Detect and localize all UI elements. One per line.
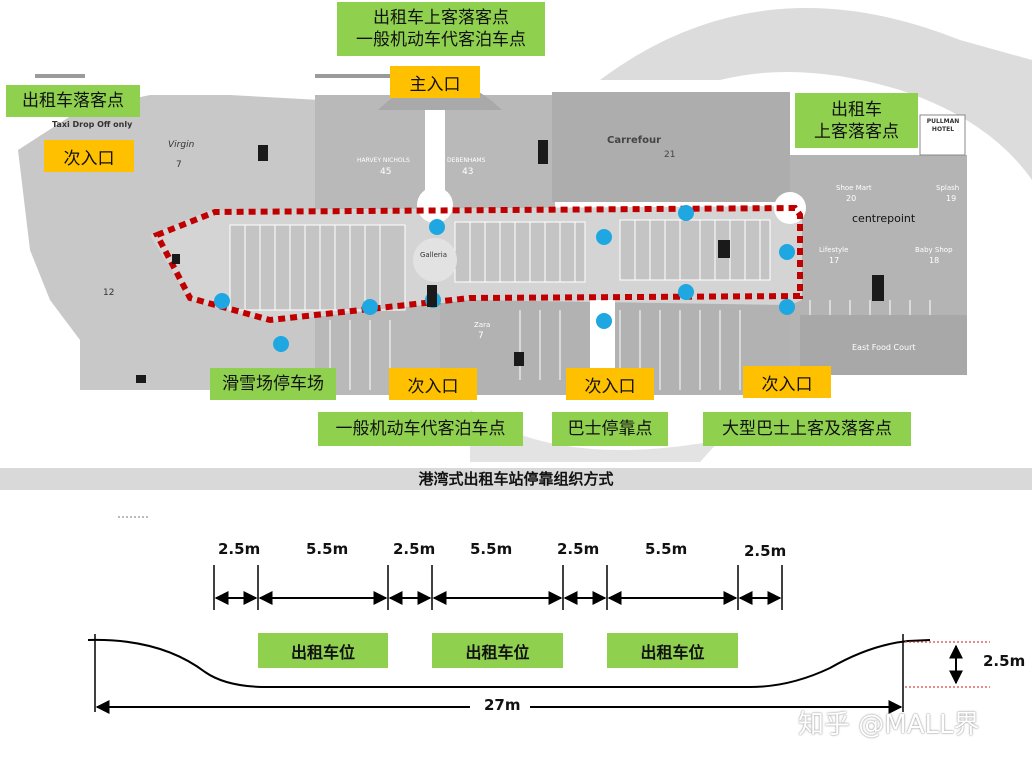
entrance-corridor xyxy=(425,95,445,210)
label-main-entrance: 主入口 xyxy=(390,66,480,98)
dim-label-5: 2.5m xyxy=(557,540,600,558)
label-large-bus: 大型巴士上客及落客点 xyxy=(703,412,911,446)
store-lifestyle-num: 17 xyxy=(829,256,840,265)
parking-icon xyxy=(172,254,180,264)
pickup-dot xyxy=(678,284,694,300)
mall-map xyxy=(18,8,1032,462)
hotel-line-2: HOTEL xyxy=(931,126,955,133)
store-carrefour-num: 21 xyxy=(664,150,676,160)
label-right-taxi-line-1: 出租车 xyxy=(831,99,882,120)
parking-icon xyxy=(514,352,524,366)
store-lifestyle: Lifestyle xyxy=(819,246,849,254)
store-food-court: East Food Court xyxy=(852,343,916,352)
parking-icon xyxy=(718,240,730,258)
road-north-line xyxy=(315,74,395,78)
total-length-label: 27m xyxy=(484,696,521,714)
store-zara-num: 7 xyxy=(478,331,484,341)
taxi-bay-diagram xyxy=(87,565,990,714)
label-entrance-south-2: 次入口 xyxy=(566,368,654,400)
pickup-dot xyxy=(678,205,694,221)
store-baby-num: 18 xyxy=(929,256,940,265)
label-entrance-south-1: 次入口 xyxy=(389,368,477,400)
store-centrepoint: centrepoint xyxy=(852,212,916,225)
store-splash-num: 19 xyxy=(946,194,957,203)
pickup-dot xyxy=(362,299,378,315)
label-top-taxi-valet: 出租车上客落客点 一般机动车代客泊车点 xyxy=(337,2,545,56)
shop-grid-lines xyxy=(244,220,931,390)
dotted-mark xyxy=(118,516,148,518)
section-title: 港湾式出租车站停靠组织方式 xyxy=(0,468,1032,490)
floor-food-court xyxy=(800,315,967,375)
background-arc xyxy=(600,8,1032,180)
hotel-box xyxy=(919,114,966,156)
label-right-taxi: 出租车 上客落客点 xyxy=(795,93,918,148)
store-zara: Zara xyxy=(474,321,491,329)
pickup-dot xyxy=(779,244,795,260)
shops-block-3 xyxy=(619,219,701,281)
label-taxi-dropoff: 出租车落客点 xyxy=(6,85,140,117)
store-carrefour: Carrefour xyxy=(607,135,662,146)
shops-block-1 xyxy=(229,224,406,311)
pickup-dot xyxy=(779,299,795,315)
pickup-dot xyxy=(596,229,612,245)
dim-label-3: 2.5m xyxy=(393,540,436,558)
dim-label-4: 5.5m xyxy=(470,540,513,558)
parking-icon xyxy=(872,275,884,301)
label-ski-parking: 滑雪场停车场 xyxy=(210,368,336,400)
store-shoe-mart: Shoe Mart xyxy=(836,184,872,192)
hotel-line-1: PULLMAN xyxy=(926,118,960,125)
parking-icon xyxy=(136,375,146,383)
store-debenhams: DEBENHAMS xyxy=(447,157,486,164)
facility-icons xyxy=(136,140,884,383)
store-debenhams-num: 43 xyxy=(462,167,474,177)
plaza-circle-north xyxy=(417,187,453,223)
store-splash: Splash xyxy=(936,184,960,192)
store-baby-shop: Baby Shop xyxy=(915,246,953,254)
taxi-route xyxy=(152,204,803,324)
dim-label-6: 5.5m xyxy=(645,540,688,558)
taxi-spot-1: 出租车位 xyxy=(258,633,388,668)
depth-label: 2.5m xyxy=(983,652,1026,670)
bay-curb xyxy=(87,638,931,688)
pickup-dot xyxy=(273,336,289,352)
dim-label-7: 2.5m xyxy=(744,542,787,560)
label-valet-parking: 一般机动车代客泊车点 xyxy=(318,412,523,446)
pickup-dot xyxy=(596,313,612,329)
label-left-entrance: 次入口 xyxy=(44,140,134,172)
pickup-dot xyxy=(214,293,230,309)
parking-icon xyxy=(538,140,548,164)
floor-carrefour xyxy=(552,92,790,202)
shops-block-4 xyxy=(699,219,771,281)
watermark: 知乎 @MALL界 xyxy=(798,710,980,740)
label-entrance-south-3: 次入口 xyxy=(743,366,831,398)
label-right-taxi-line-2: 上客落客点 xyxy=(814,121,899,142)
parking-icon xyxy=(258,145,268,161)
store-ski-num: 12 xyxy=(103,288,115,298)
road-north-line-2 xyxy=(35,74,85,78)
pickup-dot xyxy=(429,219,445,235)
store-shoe-num: 20 xyxy=(846,194,857,203)
label-top-line-2: 一般机动车代客泊车点 xyxy=(356,30,526,50)
store-virgin: Virgin xyxy=(168,140,195,150)
taxi-spot-2: 出租车位 xyxy=(432,633,563,668)
dim-label-1: 2.5m xyxy=(218,540,261,558)
galleria-circle xyxy=(413,238,457,282)
store-harvey-num: 45 xyxy=(380,167,392,177)
hotel-label: PULLMAN HOTEL xyxy=(924,118,962,134)
parking-icon xyxy=(427,285,437,307)
dim-label-2: 5.5m xyxy=(306,540,349,558)
store-virgin-num: 7 xyxy=(176,160,182,170)
label-top-line-1: 出租车上客落客点 xyxy=(373,8,509,28)
store-galleria: Galleria xyxy=(420,251,448,259)
dimension-ticks xyxy=(213,565,783,610)
label-bus-stop: 巴士停靠点 xyxy=(552,412,668,446)
taxi-spot-3: 出租车位 xyxy=(607,633,738,668)
taxi-dropoff-en: Taxi Drop Off only xyxy=(52,120,133,129)
shops-block-2 xyxy=(454,221,586,283)
store-harvey: HARVEY NICHOLS xyxy=(357,157,410,164)
background-arc-bottom xyxy=(470,410,720,462)
